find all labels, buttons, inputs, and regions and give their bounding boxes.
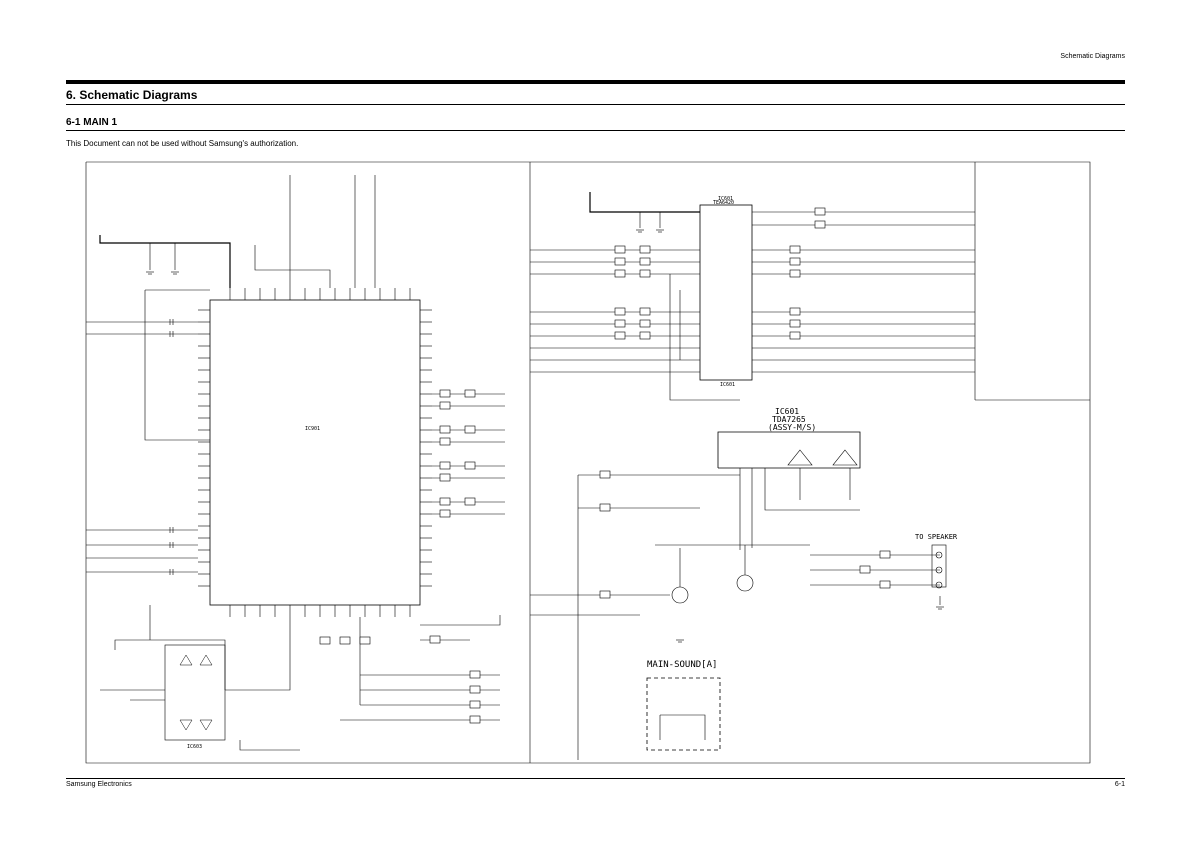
footer-rule (66, 778, 1125, 779)
main-sound-box (646, 677, 721, 751)
running-header: Schematic Diagrams (1060, 53, 1125, 60)
header-rule (66, 80, 1125, 84)
footer-page-number: 6-1 (1114, 781, 1125, 788)
main-ic-label: IC901 (305, 426, 321, 432)
subtitle-rule (66, 130, 1125, 131)
switch-ic-part: TEA6420 (713, 200, 735, 206)
switch-ic-label-top: IC601 (718, 196, 734, 202)
amp-ic-note: (ASSY-M/S) (768, 423, 817, 432)
to-speaker-label: TO SPEAKER (915, 533, 958, 541)
subsection-title: 6-1 MAIN 1 (66, 117, 118, 128)
bottom-ic-label: IC603 (187, 744, 203, 750)
switch-ic-label-bottom: IC601 (720, 382, 736, 388)
speaker-connector (931, 544, 947, 588)
title-rule (66, 104, 1125, 105)
main-sound-label: MAIN-SOUND[A] (647, 660, 718, 670)
amp-ic-label: IC601 (775, 407, 800, 416)
footer-company: Samsung Electronics (66, 781, 132, 788)
switch-ic-body (699, 204, 753, 381)
bottom-ic-body (164, 644, 226, 741)
main-ic-body (209, 299, 421, 606)
amp-ic-part: TDA7265 (772, 415, 806, 424)
authorization-notice: This Document can not be used without Sa… (66, 139, 299, 148)
section-title: 6. Schematic Diagrams (66, 88, 198, 102)
